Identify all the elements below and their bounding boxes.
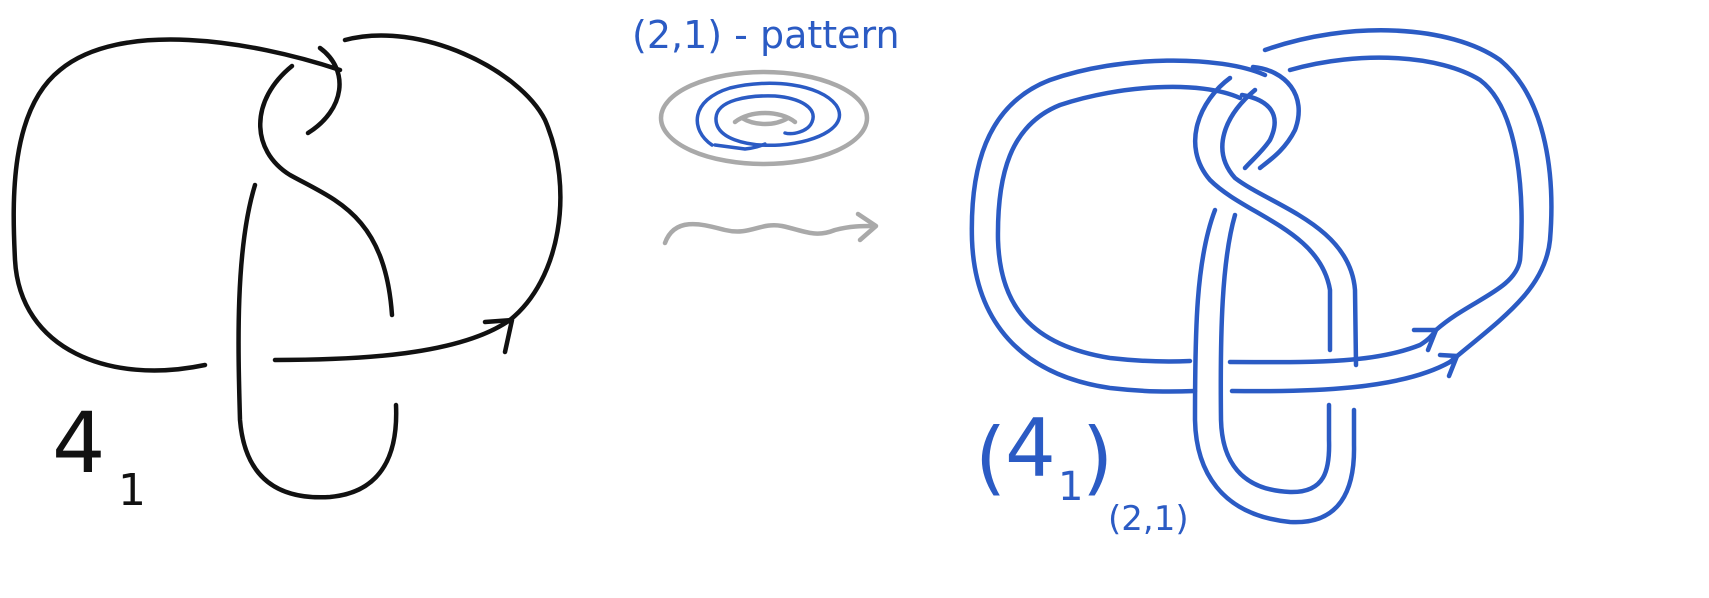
satellite-label: ( 4 1 ) (2,1) xyxy=(975,402,1189,539)
satellite-vertical-inner xyxy=(1218,212,1332,495)
pattern-title: (2,1) - pattern xyxy=(632,13,900,57)
satellite-twist-strand-c xyxy=(1192,75,1333,353)
knot-strand-bottom xyxy=(272,317,513,363)
satellite-pattern-subscript: (2,1) xyxy=(1108,499,1189,539)
pattern-curve-end xyxy=(713,142,767,151)
satellite-twist-strand-b xyxy=(1239,92,1277,171)
satellite-knot-subscript: 1 xyxy=(1058,464,1083,510)
satellite-open-paren: ( xyxy=(975,411,1006,504)
knot-strand-right-lobe xyxy=(342,33,563,323)
satellite-vertical-outer xyxy=(1192,207,1357,525)
knot-name-subscript: 1 xyxy=(118,465,146,516)
satellite-twist-strand-d xyxy=(1220,87,1359,368)
pattern-solid-torus xyxy=(658,69,870,167)
satellite-bottom-upper xyxy=(1227,327,1439,365)
knot-strand-vertical-loop xyxy=(236,182,399,500)
knot-strand-upper-hook xyxy=(305,45,342,136)
knot-strand-left-lobe xyxy=(11,37,343,373)
satellite-twist-strand-a xyxy=(1250,64,1301,171)
satellite-left-lobe-outer xyxy=(969,58,1268,394)
satellite-knot xyxy=(969,28,1554,525)
knot-strand-upper-twist xyxy=(258,63,395,318)
torus-outer-boundary xyxy=(658,69,870,167)
knot-label: 4 1 xyxy=(52,394,146,516)
wavy-arrow-icon xyxy=(662,211,879,246)
satellite-right-lobe-inner xyxy=(1287,55,1524,333)
knot-name: 4 xyxy=(52,394,105,492)
satellite-bottom-lower xyxy=(1229,359,1453,394)
satellite-right-lobe-outer xyxy=(1262,28,1554,365)
figure-eight-knot xyxy=(11,33,563,500)
satellite-close-paren: ) xyxy=(1082,411,1113,504)
torus-inner-hole xyxy=(732,110,798,127)
satellite-knot-name: 4 xyxy=(1005,402,1056,495)
satellite-left-lobe-inner xyxy=(995,84,1243,364)
